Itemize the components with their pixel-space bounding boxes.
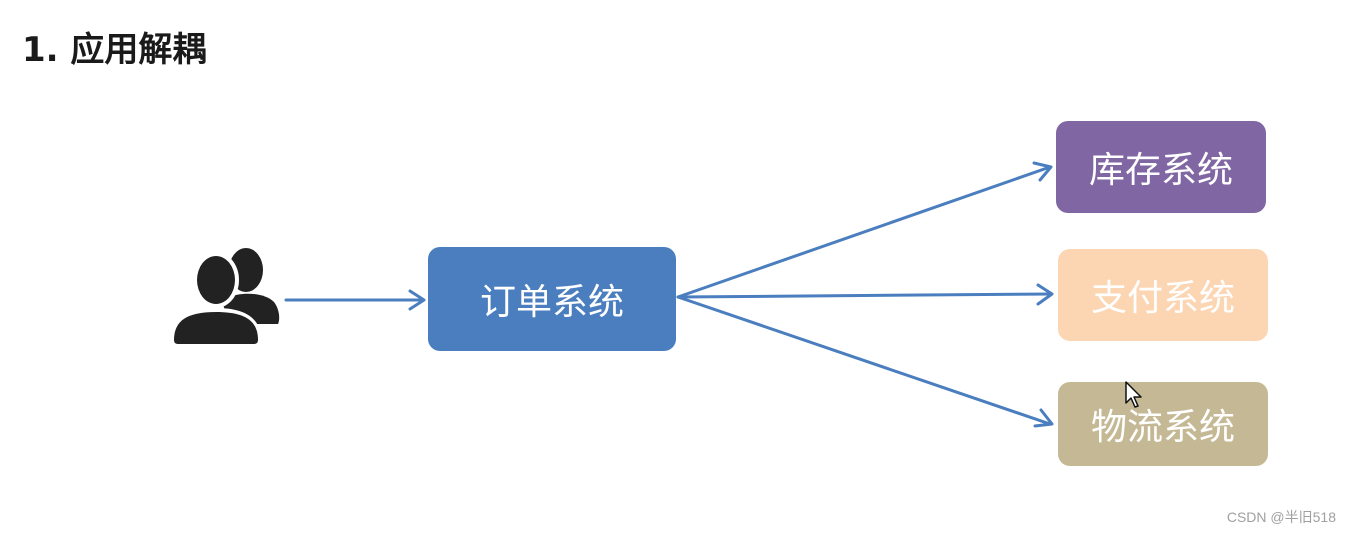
- payment-system-box: 支付系统: [1058, 249, 1268, 341]
- logistics-system-box: 物流系统: [1058, 382, 1268, 466]
- page-title: 1. 应用解耦: [22, 30, 207, 70]
- mouse-cursor-icon: [1125, 381, 1143, 413]
- inventory-system-label: 库存系统: [1088, 150, 1233, 191]
- logistics-system-label: 物流系统: [1090, 407, 1235, 448]
- payment-system-label: 支付系统: [1090, 278, 1235, 319]
- arrow-order-to-payment: [676, 292, 1053, 299]
- order-system-box: 订单系统: [428, 247, 676, 351]
- inventory-system-box: 库存系统: [1056, 121, 1266, 213]
- order-system-label: 订单系统: [479, 282, 624, 323]
- arrow-order-to-logistics: [676, 295, 1052, 426]
- users-icon: [170, 240, 282, 350]
- arrow-order-to-inventory: [676, 165, 1052, 299]
- watermark: CSDN @半旧518: [1226, 509, 1336, 525]
